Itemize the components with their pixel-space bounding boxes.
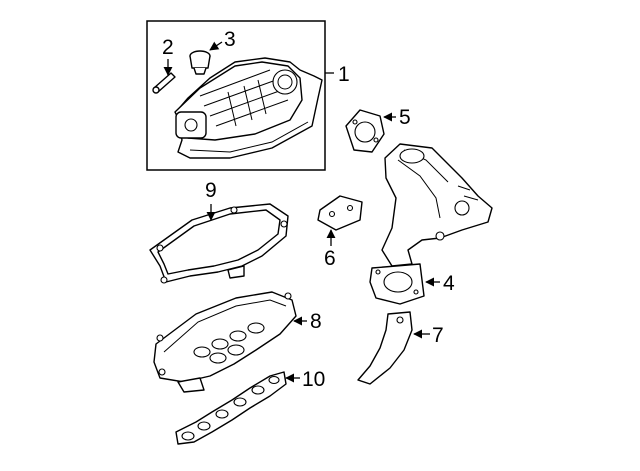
part-intake-plate[interactable] xyxy=(153,291,297,393)
leader-3 xyxy=(209,41,223,51)
part-valve[interactable] xyxy=(189,50,211,75)
callout-2: 2 xyxy=(162,36,174,59)
callout-8: 8 xyxy=(310,310,322,333)
part-tube[interactable] xyxy=(152,72,176,94)
part-gasket-large[interactable] xyxy=(149,203,289,284)
callout-9: 9 xyxy=(205,179,217,202)
assembly-box xyxy=(146,20,326,171)
callout-1: 1 xyxy=(338,63,350,86)
callout-5: 5 xyxy=(399,106,411,129)
callout-10: 10 xyxy=(302,368,325,391)
part-heat-shield[interactable] xyxy=(357,311,413,385)
callout-3: 3 xyxy=(224,28,236,51)
part-supercharger[interactable] xyxy=(174,57,323,159)
callout-4: 4 xyxy=(443,272,455,295)
callout-7: 7 xyxy=(432,324,444,347)
part-manifold-gasket[interactable] xyxy=(175,371,287,445)
callout-6: 6 xyxy=(324,247,336,270)
part-gasket-small[interactable] xyxy=(345,109,385,153)
part-elbow-manifold[interactable] xyxy=(369,143,493,305)
part-bracket[interactable] xyxy=(317,195,363,231)
